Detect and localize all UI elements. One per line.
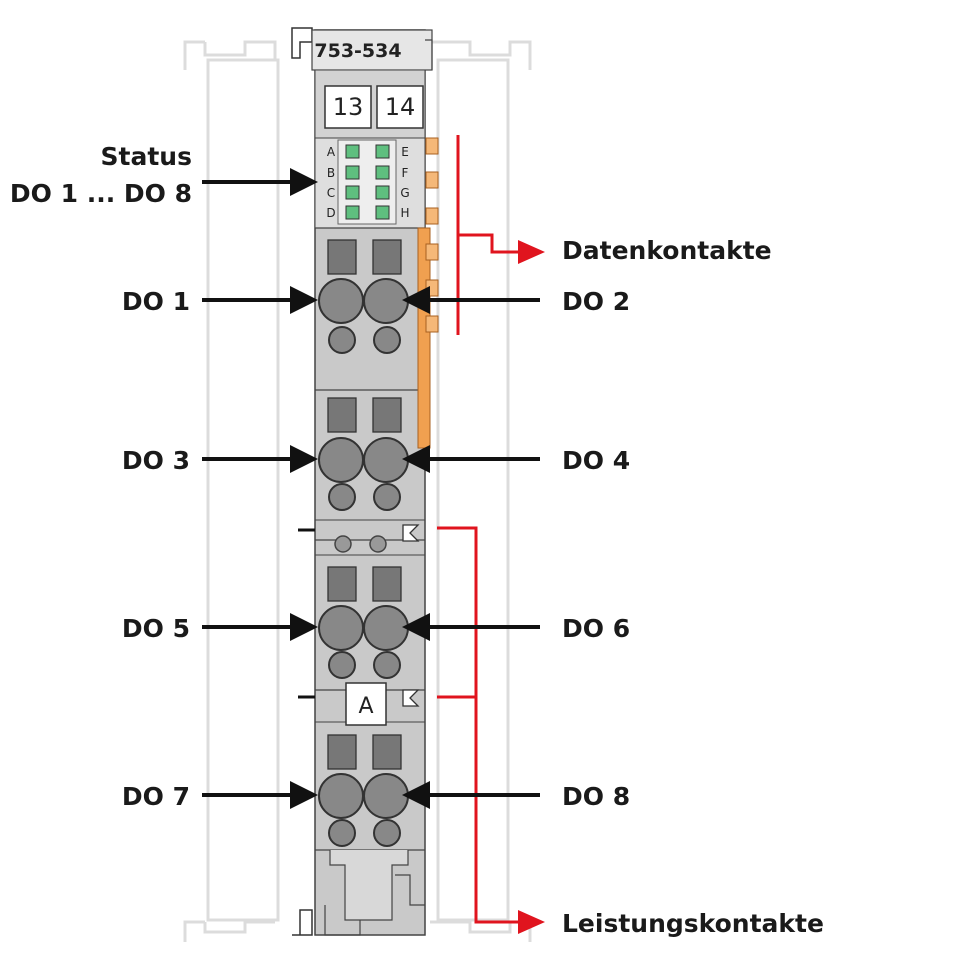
power-contacts-label: Leistungskontakte [562,909,824,938]
power-contacts-arrowhead [518,910,545,934]
led-letter-d: D [326,206,335,220]
do1-label: DO 1 [122,287,190,316]
marker-right: 14 [385,93,416,121]
terminal-block-4 [318,734,409,847]
status-leds [345,144,390,220]
led-f [375,165,390,180]
led-letter-h: H [400,206,409,220]
do8-label: DO 8 [562,782,630,811]
led-c [345,185,360,200]
led-b [345,165,360,180]
led-letter-c: C [327,186,335,200]
do4-label: DO 4 [562,446,630,475]
led-letter-g: G [400,186,409,200]
do5-label: DO 5 [122,614,190,643]
status-label-line2: DO 1 ... DO 8 [10,179,192,208]
led-h [375,205,390,220]
coding-label: A [358,694,373,719]
part-number: 753-534 [314,40,401,62]
do7-label: DO 7 [122,782,190,811]
data-contacts-label: Datenkontakte [562,236,772,265]
neighbor-module-outlines [183,40,532,942]
led-letter-e: E [401,145,409,159]
terminal-block-1 [318,239,409,354]
led-letter-b: B [327,166,335,180]
led-g [375,185,390,200]
do2-label: DO 2 [562,287,630,316]
led-d [345,205,360,220]
terminal-block-3 [318,566,409,679]
data-contacts-bracket [456,135,520,335]
led-letter-f: F [402,166,409,180]
do3-label: DO 3 [122,446,190,475]
marker-left: 13 [333,93,364,121]
do6-label: DO 6 [562,614,630,643]
pointer-arrows [202,177,540,800]
led-e [375,144,390,159]
coding-label-box [345,682,387,726]
data-contacts-arrowhead [518,240,545,264]
led-letter-a: A [327,145,336,159]
power-contacts-bracket [437,526,520,924]
status-label-line1: Status [101,142,192,171]
led-a [345,144,360,159]
arrowheads [290,168,430,809]
